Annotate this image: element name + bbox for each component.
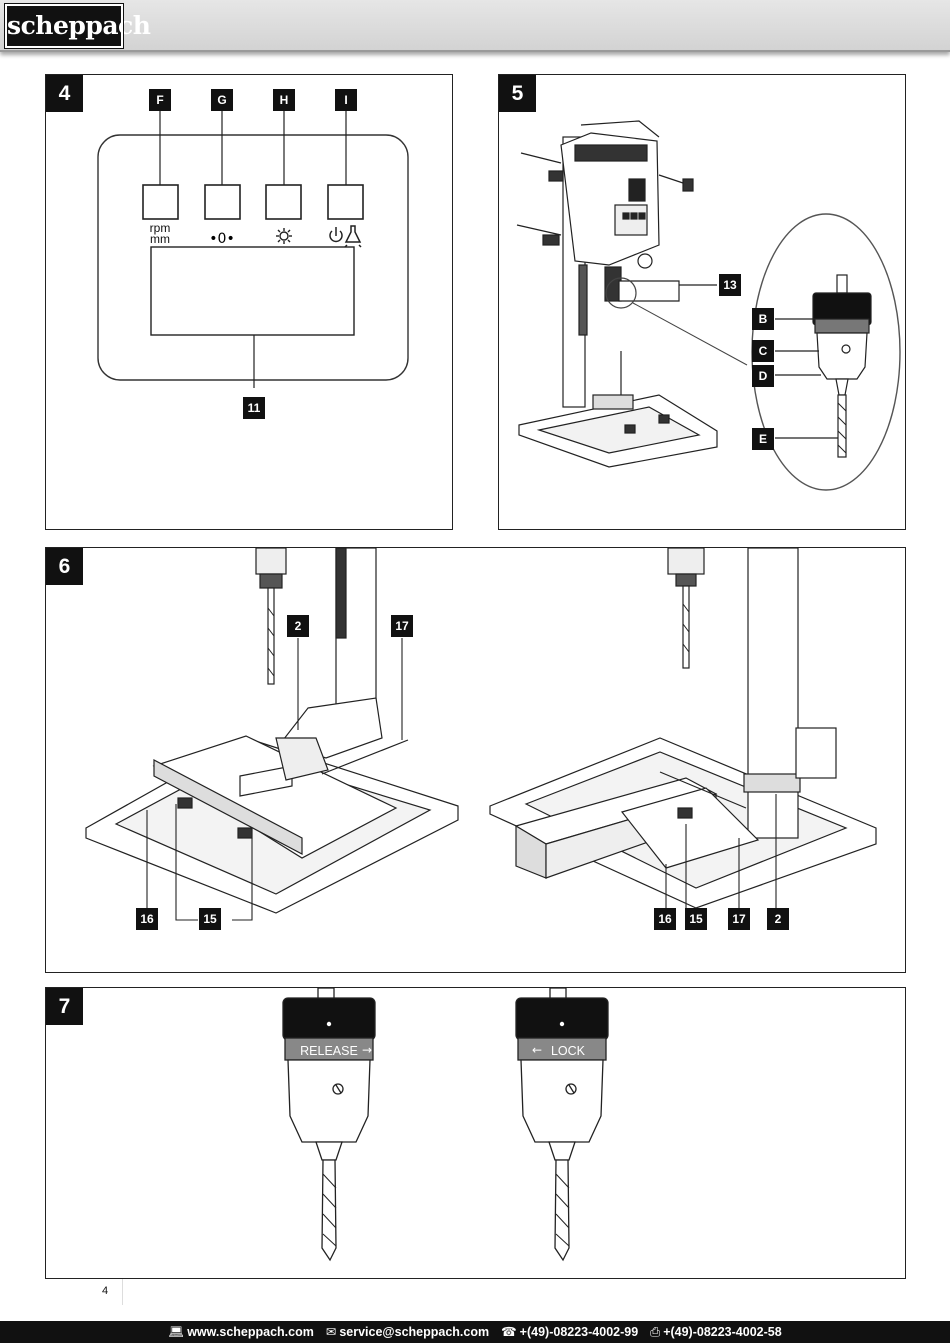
chuck-release-lock-drawing: RELEASE → ← LOCK — [282, 987, 609, 1262]
page-footer: 💻︎www.scheppach.com ✉service@scheppach.c… — [0, 1321, 950, 1343]
drill-press-drawing — [516, 120, 901, 491]
figure-number: 6 — [46, 548, 83, 585]
tag-2: 2 — [287, 615, 309, 637]
tag-15-right: 15 — [685, 908, 707, 930]
footer-fax: ⎙+(49)-08223-4002-58 — [650, 1321, 782, 1343]
tag-16-right: 16 — [654, 908, 676, 930]
lock-label: LOCK — [551, 1044, 586, 1058]
table-adjustment-drawing — [85, 547, 877, 921]
footer-mail[interactable]: ✉service@scheppach.com — [326, 1321, 489, 1343]
tag-11: 11 — [243, 397, 265, 419]
tag-F: F — [149, 89, 171, 111]
tag-C: C — [752, 340, 774, 362]
mail-address: service@scheppach.com — [339, 1325, 490, 1339]
figure-7-panel: 7 RELEASE → ← L — [45, 987, 906, 1279]
control-panel-drawing: •0• — [97, 111, 409, 388]
figure-6-panel: 6 — [45, 547, 906, 973]
figure-number: 7 — [46, 988, 83, 1025]
figure-number: 5 — [499, 75, 536, 112]
rpm-text: rpm — [149, 221, 171, 235]
tag-I: I — [335, 89, 357, 111]
tag-H: H — [273, 89, 295, 111]
page-number: 4 — [102, 1285, 109, 1297]
footer-web[interactable]: 💻︎www.scheppach.com — [168, 1321, 314, 1343]
tag-16-left: 16 — [136, 908, 158, 930]
figure-5-panel: 5 — [498, 74, 906, 530]
arrow-left-icon: ← — [532, 1043, 542, 1057]
sun-icon — [276, 228, 292, 244]
tag-13: 13 — [719, 274, 741, 296]
page-number-divider — [122, 1279, 123, 1305]
phone-icon: ☎ — [501, 1325, 517, 1339]
release-label: RELEASE — [300, 1044, 358, 1058]
tag-2-right: 2 — [767, 908, 789, 930]
tag-G: G — [211, 89, 233, 111]
page-header: scheppach — [0, 0, 950, 52]
footer-phone: ☎+(49)-08223-4002-99 — [501, 1321, 638, 1343]
scheppach-logo: scheppach — [4, 3, 151, 49]
fax-icon: ⎙ — [650, 1325, 661, 1339]
tag-E: E — [752, 428, 774, 450]
laptop-icon: 💻︎ — [168, 1325, 185, 1339]
phone-number: +(49)-08223-4002-99 — [519, 1325, 639, 1339]
rpm-label: rpm mm — [144, 221, 176, 246]
tag-17: 17 — [391, 615, 413, 637]
tag-15-left: 15 — [199, 908, 221, 930]
figure-number: 4 — [46, 75, 83, 112]
tag-B: B — [752, 308, 774, 330]
fax-number: +(49)-08223-4002-58 — [663, 1325, 782, 1339]
mail-icon: ✉ — [325, 1325, 337, 1339]
arrow-right-icon: → — [362, 1043, 372, 1057]
svg-text:•0•: •0• — [209, 231, 234, 247]
figure-4-panel: 4 •0• — [45, 74, 453, 530]
tag-D: D — [752, 365, 774, 387]
mm-text: mm — [150, 232, 170, 246]
tag-17-right: 17 — [728, 908, 750, 930]
web-address: www.scheppach.com — [187, 1325, 314, 1339]
power-lamp-icon — [329, 225, 362, 248]
